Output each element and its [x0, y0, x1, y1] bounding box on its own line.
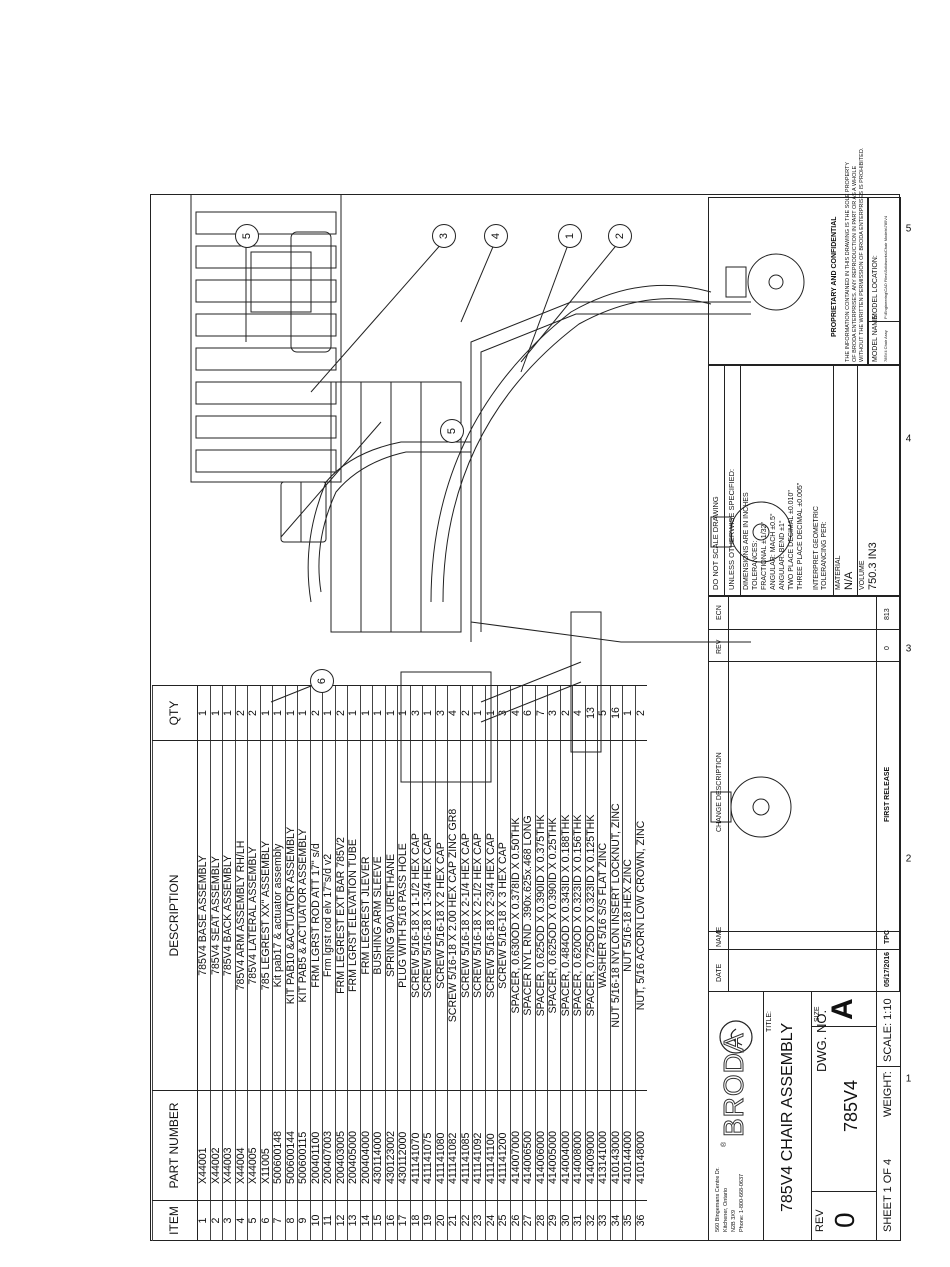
chair-illustration [190, 195, 805, 838]
back-slat [195, 279, 337, 303]
size-value: A [826, 998, 859, 1020]
tolerance-line: ANGULAR: BEND ±1° [779, 520, 786, 590]
tolerance-line: DIMENSIONS ARE IN INCHES [743, 492, 750, 590]
volume-label: VOLUME [859, 560, 866, 590]
seat-assembly [330, 381, 462, 633]
base-rail [430, 284, 712, 603]
address-3: N2B 3X9 [731, 1209, 737, 1232]
legrest-assembly [400, 671, 492, 783]
lateral-pad [290, 231, 332, 353]
back-slat [195, 211, 337, 235]
volume-value: 750.3 IN3 [867, 542, 879, 590]
callout-balloon: 6 [310, 669, 334, 693]
broda-logo-icon [719, 1020, 753, 1054]
tolerance-line: TOLERANCES: [752, 540, 759, 590]
broda-logo-text: BRODA [718, 1032, 750, 1138]
do-not-scale: DO NOT SCALE DRAWING [711, 496, 720, 590]
tolerance-line: ANGULAR: MACH ±0.5° [770, 513, 777, 590]
rev-header-name: NAME [716, 926, 723, 947]
rev-row-ecn: 813 [884, 608, 891, 620]
footplate [570, 611, 602, 753]
callout-balloon: 4 [484, 224, 508, 248]
tolerance-line: TWO PLACE DECIMAL ±0.010" [788, 490, 795, 590]
rev-row-change: FIRST RELEASE [884, 766, 891, 822]
proprietary-line-2: OF BRODA ENTERPRISES. ANY REPRODUCTION I… [852, 165, 858, 362]
back-slat [195, 313, 337, 337]
callout-balloon: 1 [558, 224, 582, 248]
back-slat [195, 381, 337, 405]
proprietary-line-3: WITHOUT THE WRITTEN PERMISSION OF BRODA … [859, 147, 865, 362]
back-assembly [190, 195, 342, 483]
material-value: N/A [843, 571, 855, 590]
back-slat [195, 449, 337, 473]
back-slat [195, 347, 337, 371]
rev-header-ecn: ECN [716, 605, 723, 620]
callout-balloon: 2 [608, 224, 632, 248]
rev-header-rev: REV [716, 639, 723, 654]
scale: SCALE: 1:10 [882, 998, 894, 1062]
address-4: Phone: 1-800-668-0637 [739, 1173, 745, 1232]
tolerance-line: FRACTIONAL ± 1/32" [761, 522, 768, 590]
address-1: 560 Bingemans Centre Dr. [715, 1167, 721, 1232]
rev-label: REV [814, 1209, 826, 1232]
tolerance-line: THREE PLACE DECIMAL ±0.005" [797, 482, 804, 590]
rev-header-date: DATE [716, 963, 723, 982]
sheet-number: SHEET 1 OF 4 [882, 1158, 894, 1232]
back-slat [195, 415, 337, 439]
armrest [307, 441, 471, 603]
interpret-2: TOLERANCING PER: [821, 521, 828, 590]
zone-marker: 1 [905, 1073, 912, 1085]
proprietary-title: PROPRIETARY AND CONFIDENTIAL [831, 216, 838, 337]
model-name-label: MODEL NAME: [872, 313, 879, 362]
model-location: P:\Engineering\CAD Files\Solidworks\Chai… [883, 215, 888, 319]
model-name: 785V4 Chair Assy [883, 330, 888, 362]
lateral-pad-right [280, 481, 327, 543]
rev-value: 0 [829, 1212, 860, 1228]
drawing-title: 785V4 CHAIR ASSEMBLY [779, 1022, 796, 1212]
zone-marker: 3 [905, 643, 912, 655]
zone-marker: 4 [905, 433, 912, 445]
rev-header-change: CHANGE DESCRIPTION [716, 752, 723, 832]
proprietary-block [708, 197, 868, 365]
callout-balloon: 3 [432, 224, 456, 248]
caster-wheels [710, 253, 805, 838]
interpret-1: INTERPRET GEOMETRIC [813, 506, 820, 590]
registered-mark: ® [721, 1141, 728, 1147]
callout-balloon: 5 [440, 419, 464, 443]
weight: WEIGHT: [882, 1071, 894, 1117]
zone-marker: 5 [905, 223, 912, 235]
rev-row-rev: 0 [884, 646, 891, 650]
title-label: TITLE: [766, 1010, 773, 1032]
dwg-no-label: DWG. NO. [814, 1009, 829, 1072]
rev-row-date: 05/17/2016 [884, 951, 891, 987]
dwg-no-value: 785V4 [841, 1079, 861, 1132]
address-2: Kitchener, Ontario [723, 1187, 729, 1232]
material-label: MATERIAL [835, 555, 842, 591]
model-location-label: MODEL LOCATION: [872, 255, 879, 319]
lateral-bracket [250, 251, 312, 313]
base-frame [470, 301, 751, 642]
callout-balloon: 5 [235, 224, 259, 248]
zone-marker: 2 [905, 853, 912, 865]
proprietary-line-1: THE INFORMATION CONTAINED IN THIS DRAWIN… [845, 161, 851, 362]
back-slat [195, 245, 337, 269]
rev-row-name: TPC [884, 930, 891, 944]
unless-specified: UNLESS OTHERWISE SPECIFIED: [727, 468, 736, 590]
